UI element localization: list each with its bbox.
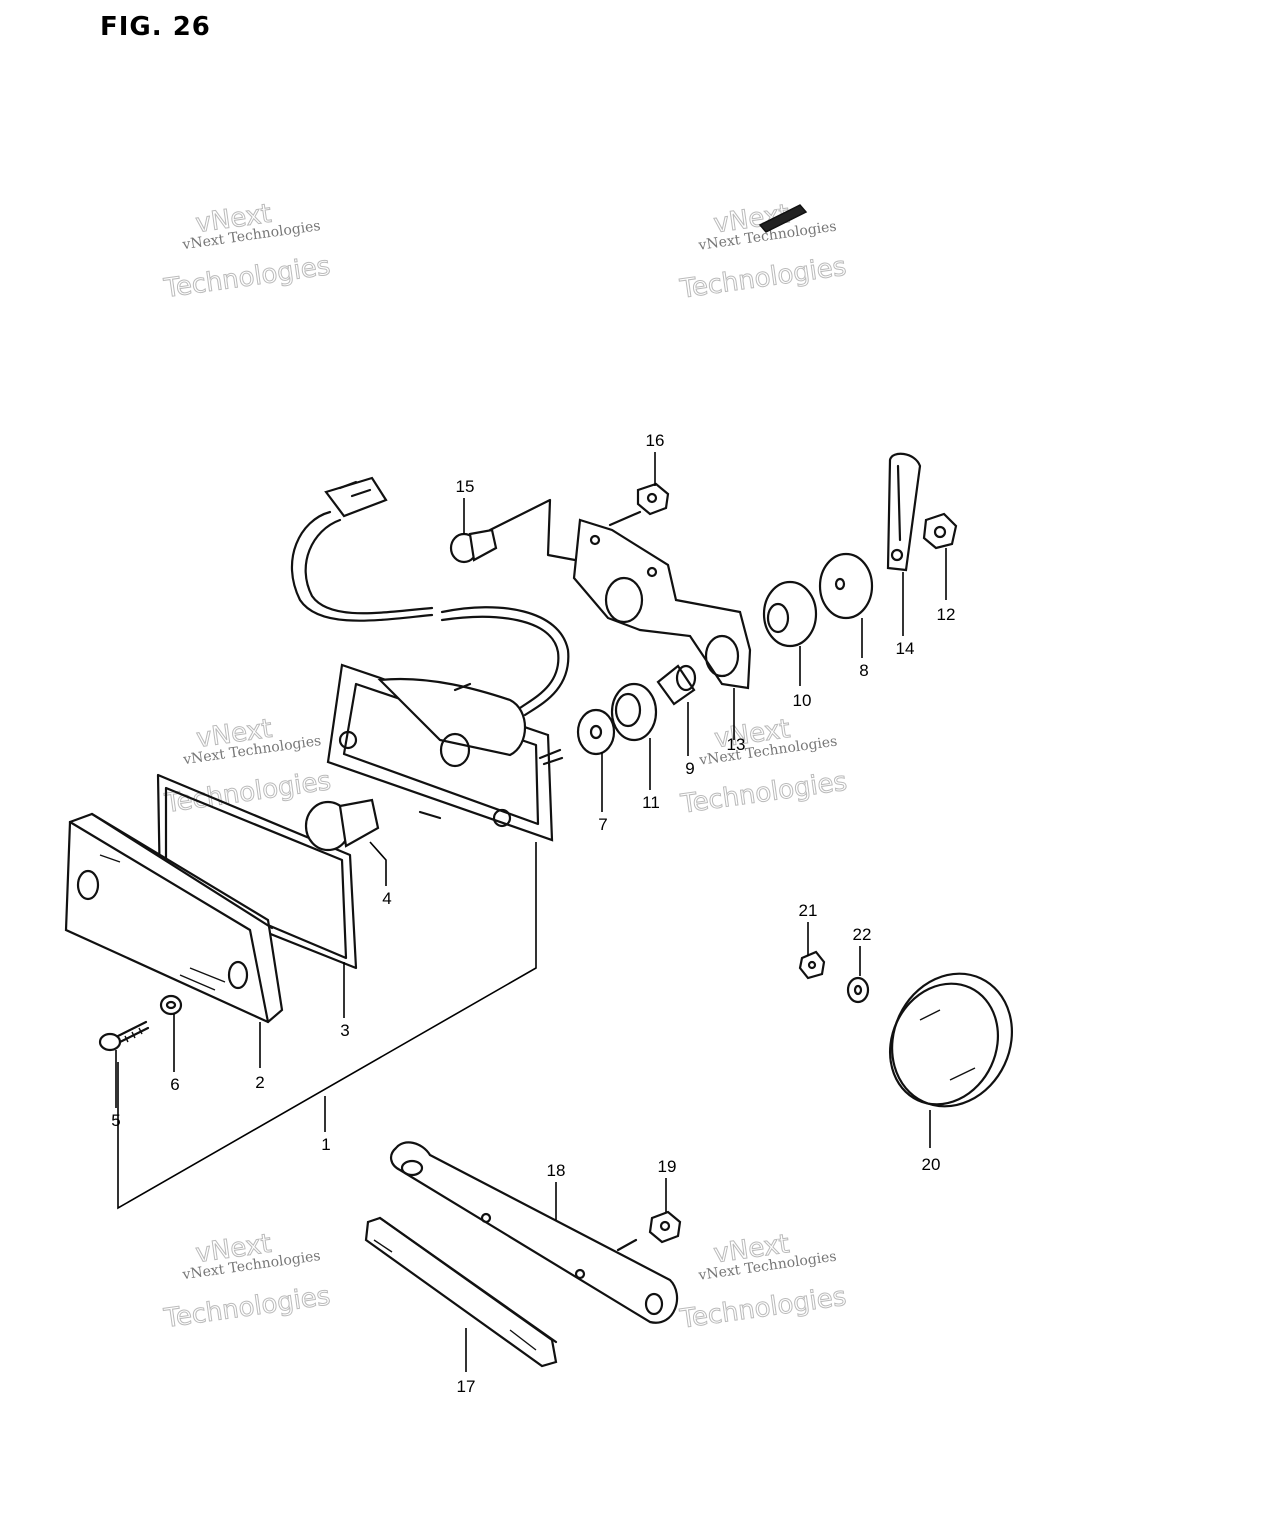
watermark-middle-right: vNext vNext Technologies Technologies	[678, 714, 850, 821]
svg-text:Technologies: Technologies	[678, 1282, 849, 1335]
callout-21: 21	[799, 901, 818, 920]
part-15-bolt	[449, 528, 498, 564]
callout-18: 18	[547, 1161, 566, 1180]
callout-22: 22	[853, 925, 872, 944]
callout-11: 11	[642, 793, 660, 812]
watermark-middle-left: vNext vNext Technologies Technologies	[162, 713, 334, 819]
callout-6: 6	[170, 1075, 179, 1094]
callout-7: 7	[598, 815, 607, 834]
callout-19: 19	[658, 1157, 677, 1176]
callout-2: 2	[255, 1073, 264, 1092]
callout-9: 9	[685, 759, 694, 778]
svg-text:Technologies: Technologies	[678, 767, 849, 820]
part-7-washer	[576, 708, 616, 756]
callout-5: 5	[111, 1111, 120, 1130]
part-11-grommet	[610, 682, 658, 742]
callout-13: 13	[727, 735, 746, 754]
watermark-bottom-right: vNext vNext Technologies Technologies	[677, 1229, 849, 1336]
svg-text:Technologies: Technologies	[162, 251, 333, 304]
part-16-nut	[636, 482, 670, 516]
callout-10: 10	[793, 691, 812, 710]
part-9-collar	[656, 664, 697, 706]
callout-20: 20	[922, 1155, 941, 1174]
part-6-washer	[159, 994, 183, 1016]
figure-title: FIG. 26	[100, 12, 211, 42]
watermark-top-left: vNext vNext Technologies Technologies	[161, 198, 333, 304]
part-19-nut	[648, 1210, 682, 1244]
callout-8: 8	[859, 661, 868, 680]
part-2-lens	[64, 812, 284, 1024]
svg-text:Technologies: Technologies	[678, 252, 849, 305]
callout-17: 17	[457, 1377, 476, 1396]
part-17-reflector	[364, 1216, 558, 1368]
callout-12: 12	[937, 605, 956, 624]
part-1-lamp-housing	[290, 476, 570, 842]
part-20-round-reflector	[888, 972, 1014, 1108]
part-22-washer	[846, 976, 870, 1004]
part-10-grommet	[762, 580, 818, 648]
callouts: 1 2 3 4 5 6 7 8 9 10 11 12 13 14 15 16 1…	[111, 431, 955, 1396]
part-4-bulb	[304, 798, 380, 852]
part-13-bracket	[488, 498, 752, 690]
callout-3: 3	[340, 1021, 349, 1040]
part-5-screw	[98, 1020, 150, 1052]
part-18-plate	[390, 1141, 679, 1324]
leader-lines	[115, 452, 947, 1372]
part-14-stay	[886, 452, 922, 572]
watermark-top-right: vNext vNext Technologies Technologies	[677, 199, 849, 306]
part-8-washer	[818, 552, 874, 620]
callout-14: 14	[896, 639, 915, 658]
part-3-gasket	[156, 773, 358, 970]
callout-4: 4	[382, 889, 391, 908]
callout-16: 16	[646, 431, 665, 450]
callout-15: 15	[456, 477, 475, 496]
svg-text:Technologies: Technologies	[162, 1281, 333, 1334]
watermark-bottom-left: vNext vNext Technologies Technologies	[161, 1228, 333, 1334]
callout-1: 1	[321, 1135, 330, 1154]
clip-mark	[758, 204, 808, 233]
part-12-nut	[922, 512, 958, 550]
part-21-nut	[798, 950, 826, 980]
